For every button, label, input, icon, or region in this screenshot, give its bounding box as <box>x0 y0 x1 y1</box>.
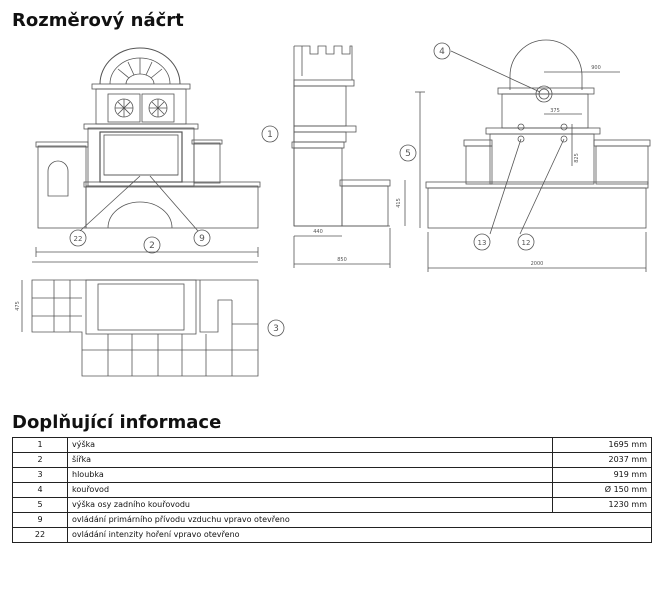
front-base-arch <box>107 201 173 229</box>
row-value: 1695 mm <box>552 437 652 453</box>
callout-4: 4 <box>439 47 445 57</box>
row-number: 1 <box>12 437 68 453</box>
front-view <box>35 47 261 229</box>
row-label: ovládání intenzity hoření vpravo otevřen… <box>67 527 652 543</box>
row-number: 9 <box>12 512 68 528</box>
row-label: výška <box>67 437 553 453</box>
callout-1: 1 <box>267 130 273 140</box>
dim-900: 900 <box>591 65 601 71</box>
row-label: hloubka <box>67 467 553 483</box>
side-view <box>291 45 391 227</box>
info-heading: Doplňující informace <box>12 412 222 433</box>
dimension-drawing: 1 2 3 4 5 22 9 13 12 440 850 2000 900 37… <box>15 39 651 377</box>
dim-475: 475 <box>15 301 21 311</box>
row-label: ovládání primárního přívodu vzduchu vpra… <box>67 512 652 528</box>
callout-13: 13 <box>478 239 487 247</box>
row-label: šířka <box>67 452 553 468</box>
row-value: 2037 mm <box>552 452 652 468</box>
row-value: 919 mm <box>552 467 652 483</box>
table-row: 3 hloubka 919 mm <box>12 467 652 483</box>
row-number: 5 <box>12 497 68 513</box>
row-label: kouřovod <box>67 482 553 498</box>
row-number: 3 <box>12 467 68 483</box>
row-label: výška osy zadního kouřovodu <box>67 497 553 513</box>
table-row: 9 ovládání primárního přívodu vzduchu vp… <box>12 512 652 528</box>
callout-5: 5 <box>405 149 411 159</box>
dim-850: 850 <box>337 257 347 263</box>
table-row: 22 ovládání intenzity hoření vpravo otev… <box>12 527 652 543</box>
back-view <box>425 39 651 229</box>
dim-375: 375 <box>550 108 560 114</box>
callout-3: 3 <box>273 324 279 334</box>
row-value: Ø 150 mm <box>552 482 652 498</box>
table-row: 2 šířka 2037 mm <box>12 452 652 468</box>
callout-12: 12 <box>522 239 531 247</box>
dim-440: 440 <box>313 229 323 235</box>
row-value: 1230 mm <box>552 497 652 513</box>
table-row: 1 výška 1695 mm <box>12 437 652 453</box>
callout-circles <box>69 42 535 337</box>
table-row: 4 kouřovod Ø 150 mm <box>12 482 652 498</box>
top-view <box>31 279 259 377</box>
row-number: 2 <box>12 452 68 468</box>
front-base <box>85 185 259 229</box>
callout-9: 9 <box>199 234 205 244</box>
info-table: 1 výška 1695 mm 2 šířka 2037 mm 3 hloubk… <box>12 437 652 543</box>
row-number: 22 <box>12 527 68 543</box>
dim-415: 415 <box>396 198 402 208</box>
callout-22: 22 <box>74 235 83 243</box>
dim-2000: 2000 <box>531 261 544 267</box>
sketch-heading: Rozměrový náčrt <box>12 10 184 31</box>
row-number: 4 <box>12 482 68 498</box>
callout-2: 2 <box>149 241 155 251</box>
table-row: 5 výška osy zadního kouřovodu 1230 mm <box>12 497 652 513</box>
dim-825: 825 <box>574 153 580 163</box>
